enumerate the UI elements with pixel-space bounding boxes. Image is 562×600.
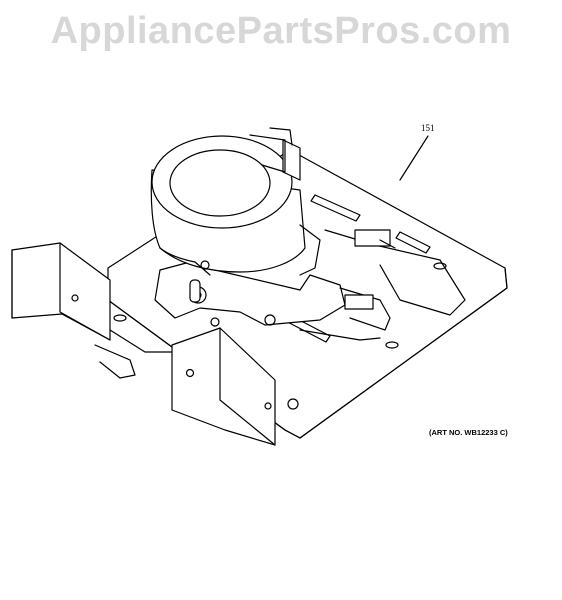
art-number: (ART NO. WB12233 C)	[429, 428, 508, 437]
left-bracket	[11, 242, 181, 379]
latch-linkage	[154, 229, 466, 341]
watermark-logo: AppliancePartsPros.com	[50, 10, 512, 52]
callout-leader	[399, 135, 429, 181]
motor-body	[150, 127, 321, 276]
front-bracket	[171, 327, 299, 446]
callout-label: 151	[421, 123, 435, 133]
